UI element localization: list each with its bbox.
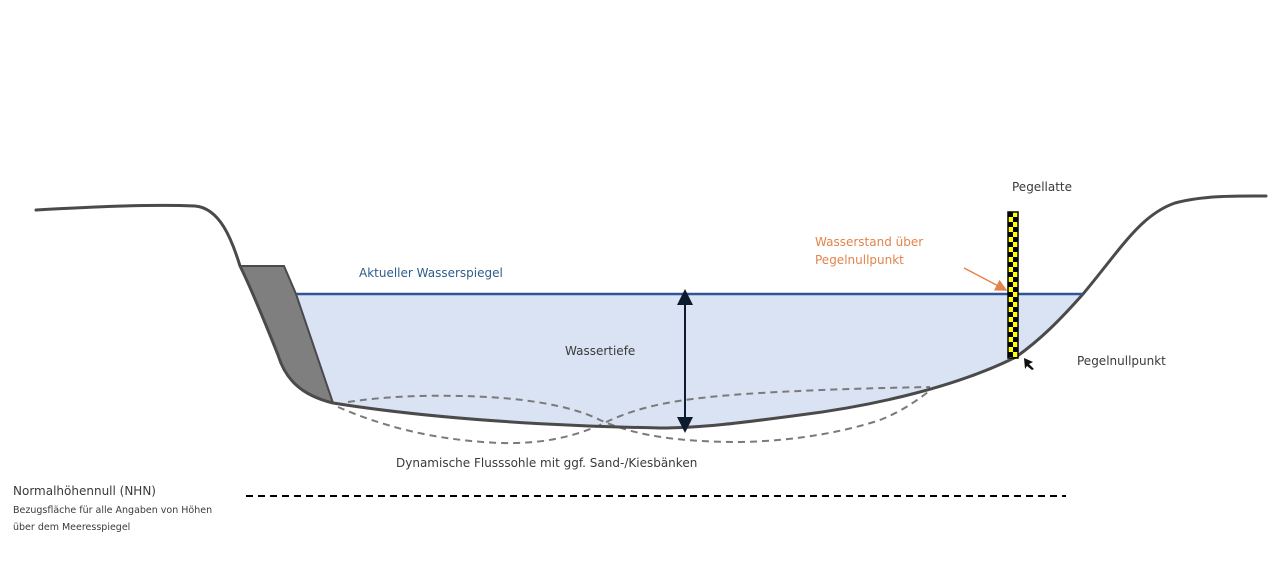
gauge-staff-check [1013,317,1018,322]
gauge-staff-check [1008,242,1013,247]
gauge-staff-check [1013,257,1018,262]
dynamic-riverbed-dashed-line-1 [337,386,931,445]
gauge-staff-check [1013,217,1018,222]
gauge-staff [1007,211,1019,359]
gauge-staff-outline [1007,211,1019,359]
gauge-staff-check [1008,352,1013,357]
water-body [296,294,1083,428]
gauge-staff-check [1013,247,1018,252]
label-pegellatte: Pegellatte [1012,180,1072,194]
water-level-arrow [963,267,1008,291]
gauge-staff-check [1013,287,1018,292]
label-nhn-title: Normalhöhennull (NHN) [13,484,156,498]
label-aktueller-wasserspiegel: Aktueller Wasserspiegel [359,266,503,280]
gauge-staff-check [1008,342,1013,347]
gauge-staff-check [1008,302,1013,307]
gauge-staff-check [1008,272,1013,277]
gauge-staff-check [1013,297,1018,302]
label-pegelnullpunkt: Pegelnullpunkt [1077,354,1166,368]
gauge-staff-check [1013,307,1018,312]
label-wassertiefe: Wassertiefe [565,344,635,358]
gauge-staff-check [1008,252,1013,257]
gauge-staff-check [1013,327,1018,332]
gauge-staff-check [1013,237,1018,242]
gauge-staff-check [1013,227,1018,232]
gauge-staff-check [1008,232,1013,237]
gauge-staff-check [1008,282,1013,287]
gauge-staff-check [1008,312,1013,317]
terrain-profile [34,194,1268,430]
gauge-staff-check [1013,347,1018,352]
label-wasserstand-line2: Pegelnullpunkt [815,253,904,267]
gauge-staff-check [1008,332,1013,337]
gauge-staff-check [1013,277,1018,282]
label-flusssohle: Dynamische Flusssohle mit ggf. Sand-/Kie… [396,456,697,470]
dynamic-riverbed-dashed-line-2 [347,388,933,444]
gauge-staff-check [1008,322,1013,327]
label-wasserstand-line1: Wasserstand über [815,235,923,249]
label-nhn-desc-line1: Bezugsfläche für alle Angaben von Höhen [13,505,212,516]
label-nhn-desc-line2: über dem Meeresspiegel [13,522,130,533]
gauge-staff-check [1008,262,1013,267]
gauge-zero-pointer-icon [1024,358,1034,370]
gauge-staff-check [1013,267,1018,272]
gauge-staff-check [1008,212,1013,217]
gauge-staff-check [1013,337,1018,342]
gauge-staff-check [1008,292,1013,297]
gauge-staff-check [1008,222,1013,227]
